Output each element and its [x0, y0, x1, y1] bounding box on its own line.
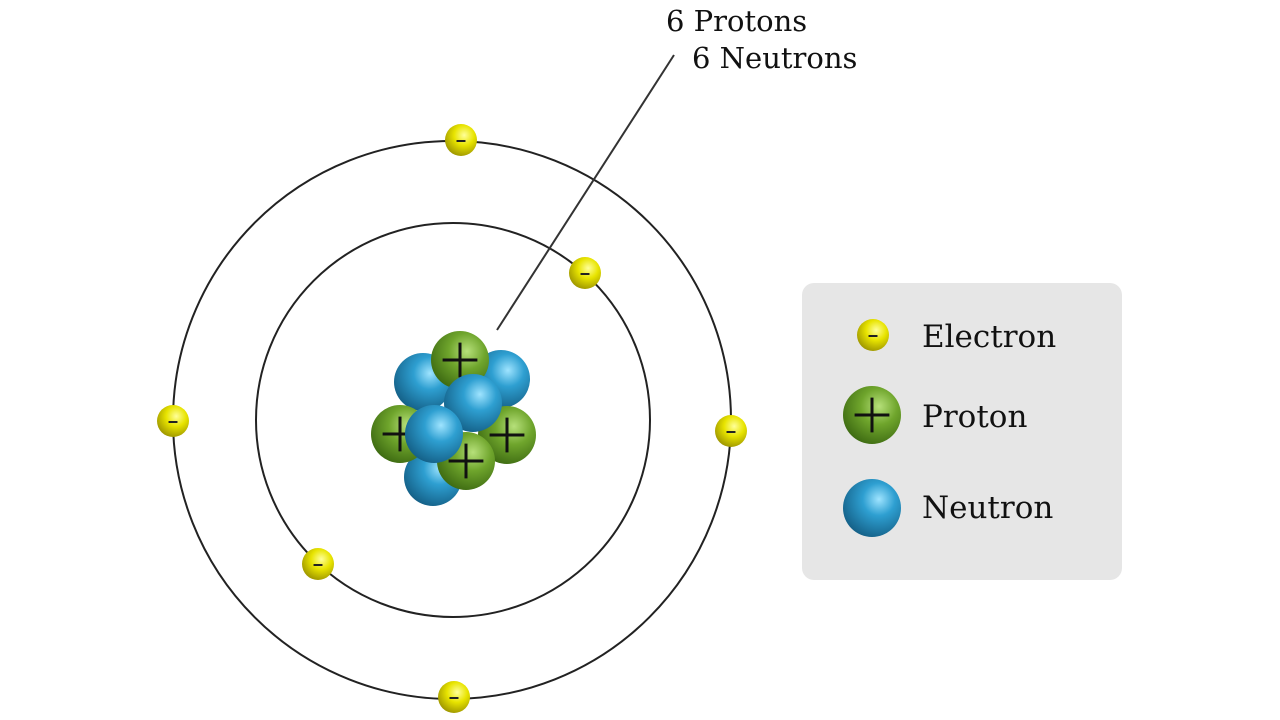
legend-neutron-icon: [843, 479, 901, 537]
electron: [302, 548, 334, 580]
electron: [569, 257, 601, 289]
pointer-line: [496, 54, 675, 331]
electron: [438, 681, 470, 713]
neutron: [444, 374, 502, 432]
legend-electron-icon: [857, 319, 889, 351]
electron: [445, 124, 477, 156]
inner-orbit: [255, 222, 651, 618]
legend-proton-icon: [843, 386, 901, 444]
legend-label-electron: Electron: [922, 319, 1056, 355]
protons-label: 6 Protons: [666, 4, 807, 38]
electron: [715, 415, 747, 447]
neutrons-label: 6 Neutrons: [692, 41, 857, 75]
neutron: [405, 405, 463, 463]
electron: [157, 405, 189, 437]
legend-label-neutron: Neutron: [922, 490, 1053, 526]
legend-label-proton: Proton: [922, 399, 1027, 435]
nucleus: [371, 331, 536, 506]
legend: Electron Proton Neutron: [802, 283, 1122, 580]
electrons: [157, 124, 747, 713]
